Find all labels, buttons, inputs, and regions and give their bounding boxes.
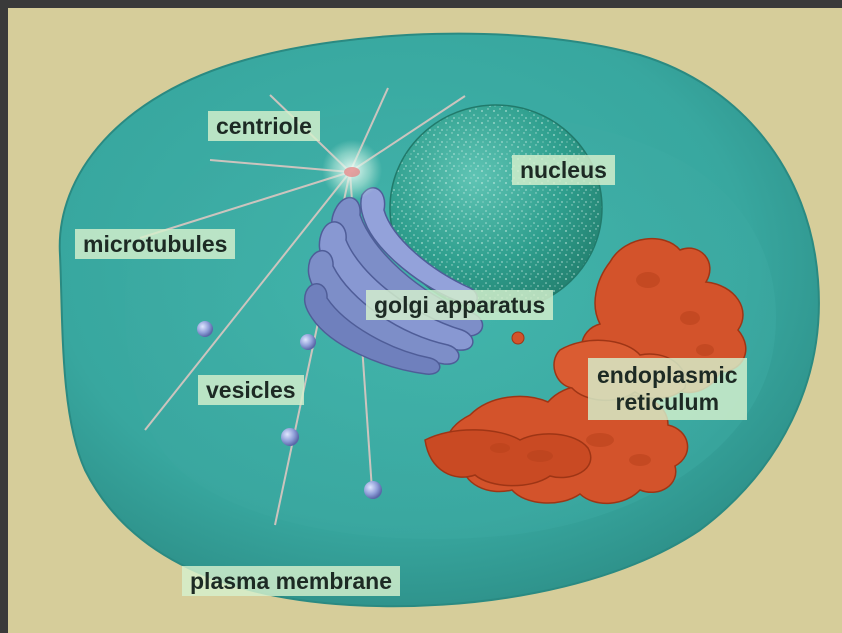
label-plasma-membrane: plasma membrane	[182, 566, 400, 596]
small-er-droplet	[512, 332, 524, 344]
label-centriole: centriole	[208, 111, 320, 141]
centriole-shape	[322, 140, 382, 200]
label-golgi-apparatus: golgi apparatus	[366, 290, 553, 320]
label-microtubules: microtubules	[75, 229, 235, 259]
label-er-line-1: endoplasmic	[597, 362, 738, 389]
label-er-line-2: reticulum	[597, 389, 738, 416]
label-nucleus: nucleus	[512, 155, 615, 185]
label-endoplasmic-reticulum: endoplasmic reticulum	[588, 358, 747, 420]
label-vesicles: vesicles	[198, 375, 304, 405]
